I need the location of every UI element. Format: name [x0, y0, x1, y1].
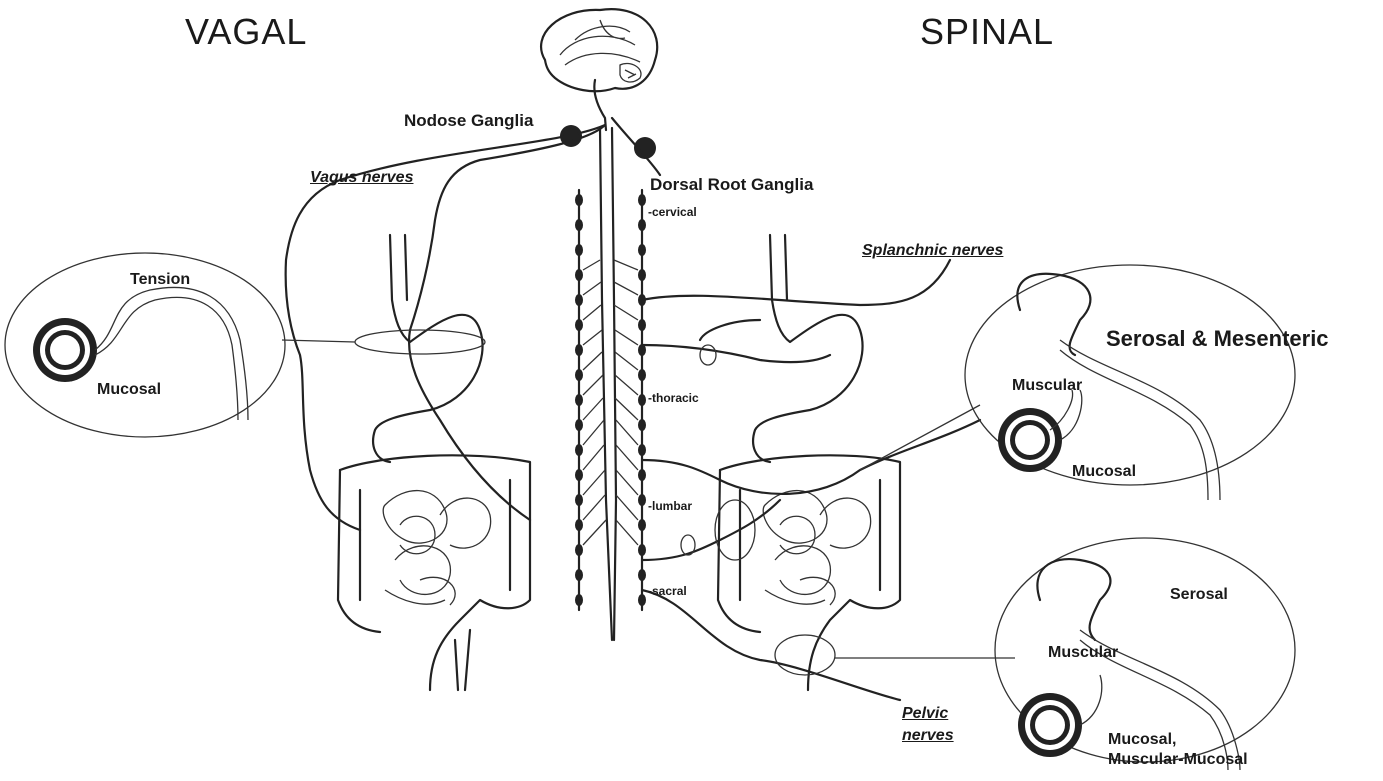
pelvic-nerves-label-line2: nerves — [902, 728, 954, 744]
brain-illustration — [541, 9, 657, 130]
muscular-mucosal-label-lower: Muscular-Mucosal — [1108, 752, 1248, 768]
left-gi-tract — [338, 235, 530, 690]
tension-label: Tension — [130, 272, 190, 288]
spinal-cord — [575, 128, 646, 640]
thoracic-label: -thoracic — [648, 392, 699, 404]
muscular-label-lower: Muscular — [1048, 645, 1118, 661]
sacral-label: -sacral — [648, 585, 687, 597]
mucosal-label-vagal: Mucosal — [97, 382, 161, 398]
serosal-mesenteric-label: Serosal & Mesenteric — [1106, 328, 1329, 350]
mucosal-label-upper: Mucosal — [1072, 464, 1136, 480]
vagus-nerves-label: Vagus nerves — [310, 170, 413, 186]
spinal-heading: SPINAL — [920, 14, 1054, 50]
ganglia-dots — [560, 125, 656, 159]
vagal-heading: VAGAL — [185, 14, 307, 50]
cervical-label: -cervical — [648, 206, 697, 218]
muscular-label-upper: Muscular — [1012, 378, 1082, 394]
pelvic-nerves-label-line1: Pelvic — [902, 706, 948, 722]
splanchnic-nerves-label: Splanchnic nerves — [862, 243, 1003, 259]
nodose-ganglia-label: Nodose Ganglia — [404, 112, 533, 129]
spinal-nerve-paths — [642, 260, 980, 700]
dorsal-root-ganglia-label: Dorsal Root Ganglia — [650, 176, 813, 193]
serosal-label-lower: Serosal — [1170, 587, 1228, 603]
lumbar-label: -lumbar — [648, 500, 692, 512]
mucosal-label-lower: Mucosal, — [1108, 732, 1176, 748]
